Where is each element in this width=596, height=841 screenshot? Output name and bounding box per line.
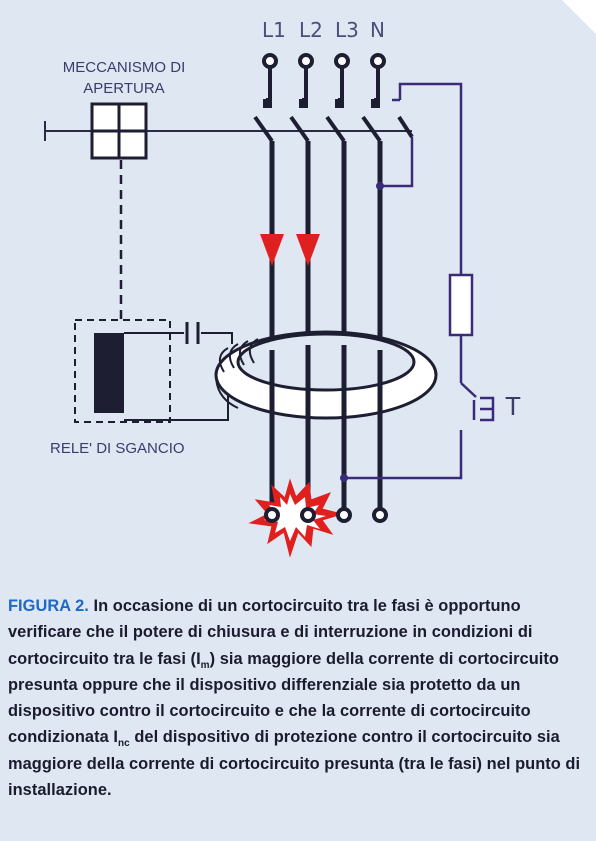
conductors-through-core (269, 345, 383, 418)
moving-contacts (253, 115, 414, 143)
test-button-label: T (505, 391, 521, 421)
conductors (269, 141, 383, 510)
caption-subscript-m: m (200, 659, 210, 671)
differential-breaker-diagram: L1 L2 L3 N MECCANISMO (44, 18, 521, 558)
phase-label-l2: L2 (299, 18, 323, 42)
caption-text-2: ) sia maggiore della corrente di cortoci… (8, 649, 559, 747)
relay-label: RELE' DI SGANCIO (50, 440, 185, 457)
page-corner-fold (562, 0, 596, 34)
top-terminals (262, 53, 386, 102)
figure-number: FIGURA 2. (8, 597, 89, 615)
relay-coil (94, 333, 124, 413)
bottom-terminals (264, 507, 388, 523)
sensing-wires (124, 332, 233, 421)
caption-subscript-nc: nc (117, 738, 130, 750)
mechanism-label-line1: MECCANISMO DI (63, 59, 186, 76)
opening-mechanism-box (90, 102, 148, 160)
phase-label-l1: L1 (262, 18, 286, 42)
figure-caption: FIGURA 2. In occasione di un cortocircui… (8, 593, 590, 803)
caption-text-1: In occasione di un cortocircuito tra le … (8, 597, 533, 668)
toroidal-transformer (214, 330, 438, 420)
mechanism-label-line2: APERTURA (83, 80, 164, 97)
fixed-contacts (263, 99, 380, 108)
phase-label-n: N (370, 18, 385, 42)
junction-dots (340, 182, 384, 482)
spark-inner (264, 494, 326, 541)
trip-relay-box (74, 319, 171, 423)
capacitor-symbol (185, 322, 200, 344)
fault-current-arrows (260, 234, 320, 266)
caption-text-3: del dispositivo di protezione contro il … (8, 728, 581, 800)
test-circuit (344, 82, 495, 480)
phase-label-l3: L3 (335, 18, 359, 42)
